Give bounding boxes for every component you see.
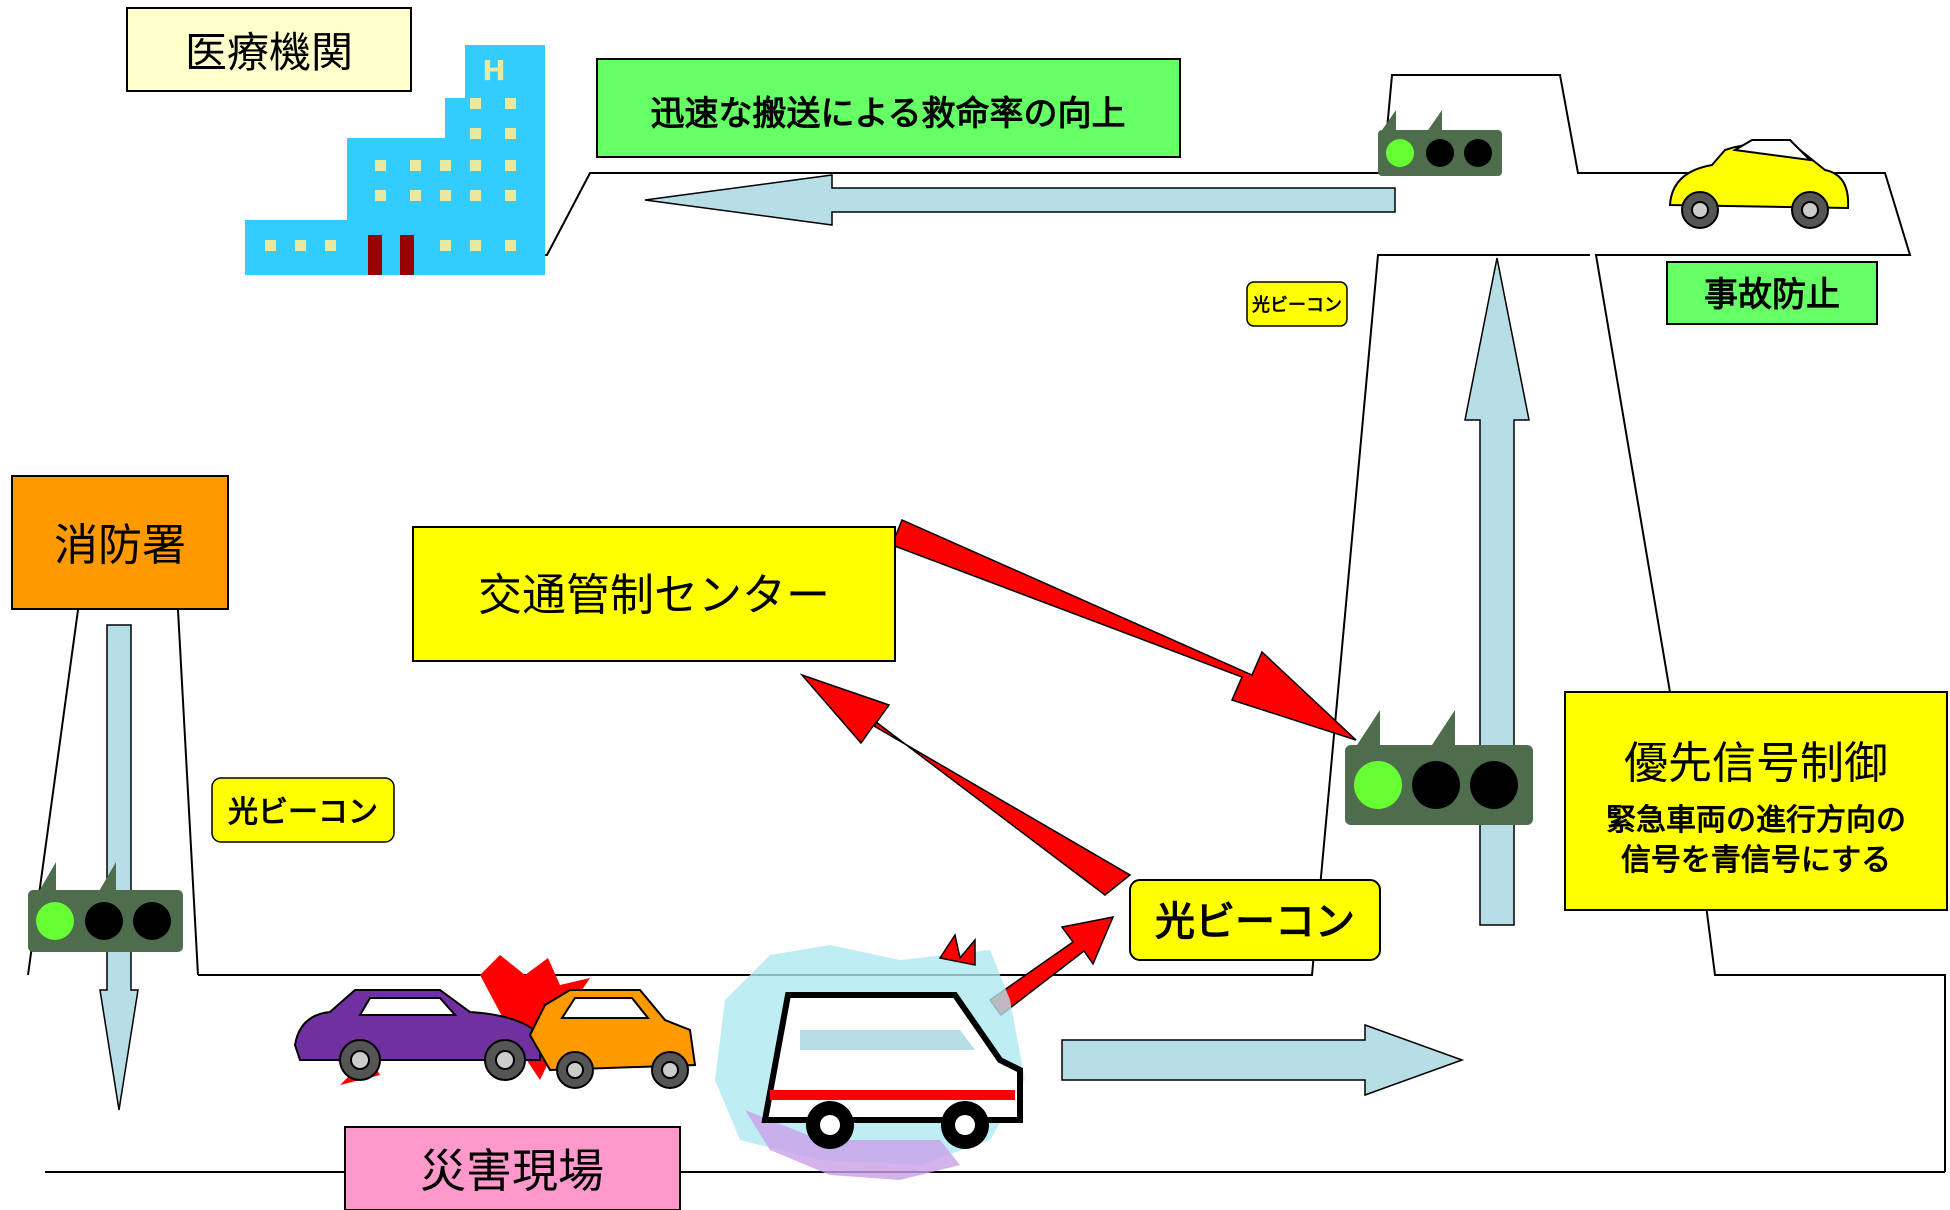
priority-signal-line2: 信号を青信号にする — [1621, 843, 1891, 878]
survival-rate-label: 迅速な搬送による救命率の向上 — [651, 94, 1126, 134]
ambulance-icon — [715, 933, 1025, 1180]
beacon-top-label-box: 光ビーコン — [1246, 281, 1348, 327]
traffic-center-label: 交通管制センター — [478, 570, 830, 621]
crashed-cars-icon — [293, 955, 697, 1089]
arrow-ambulance-to-beacon — [988, 915, 1115, 1017]
traffic-signal-icon-right — [1345, 710, 1533, 825]
road-left-vertical-right — [177, 609, 199, 976]
arrow-center-to-signal — [891, 518, 1357, 741]
yellow-car-icon — [1668, 139, 1850, 229]
beacon-left-label: 光ビーコン — [228, 795, 378, 830]
fire-station-label: 消防署 — [54, 520, 186, 571]
priority-signal-line1: 緊急車両の進行方向の — [1606, 803, 1906, 838]
arrow-to-hospital — [644, 174, 1396, 226]
accident-prevention-label: 事故防止 — [1704, 275, 1840, 315]
arrow-beacon-to-center — [799, 673, 1132, 896]
priority-signal-label-box: 優先信号制御 緊急車両の進行方向の 信号を青信号にする — [1564, 691, 1948, 911]
fire-station-label-box: 消防署 — [11, 475, 229, 610]
traffic-center-label-box: 交通管制センター — [412, 526, 896, 662]
flow-arrows — [99, 174, 1530, 1111]
arrow-right-bottom — [1061, 1023, 1465, 1097]
beacon-main-label-box: 光ビーコン — [1129, 879, 1381, 961]
arrow-down-fire-station — [99, 624, 139, 1111]
accident-prevention-label-box: 事故防止 — [1666, 261, 1878, 325]
beacon-main-label: 光ビーコン — [1155, 899, 1355, 945]
beacon-left-label-box: 光ビーコン — [211, 777, 395, 843]
disaster-site-label-box: 災害現場 — [344, 1126, 681, 1210]
hospital-label: 医療機関 — [185, 28, 353, 77]
beacon-top-label: 光ビーコン — [1251, 294, 1342, 316]
hospital-label-box: 医療機関 — [126, 7, 412, 92]
survival-rate-label-box: 迅速な搬送による救命率の向上 — [596, 58, 1181, 158]
disaster-site-label: 災害現場 — [420, 1144, 604, 1198]
priority-signal-title: 優先信号制御 — [1624, 738, 1888, 789]
svg-text:H: H — [482, 54, 505, 87]
traffic-signal-icon-top — [1378, 110, 1502, 176]
traffic-signal-icon-left — [28, 862, 183, 952]
hospital-building-icon: H — [245, 45, 545, 275]
communication-arrows — [799, 518, 1357, 1017]
